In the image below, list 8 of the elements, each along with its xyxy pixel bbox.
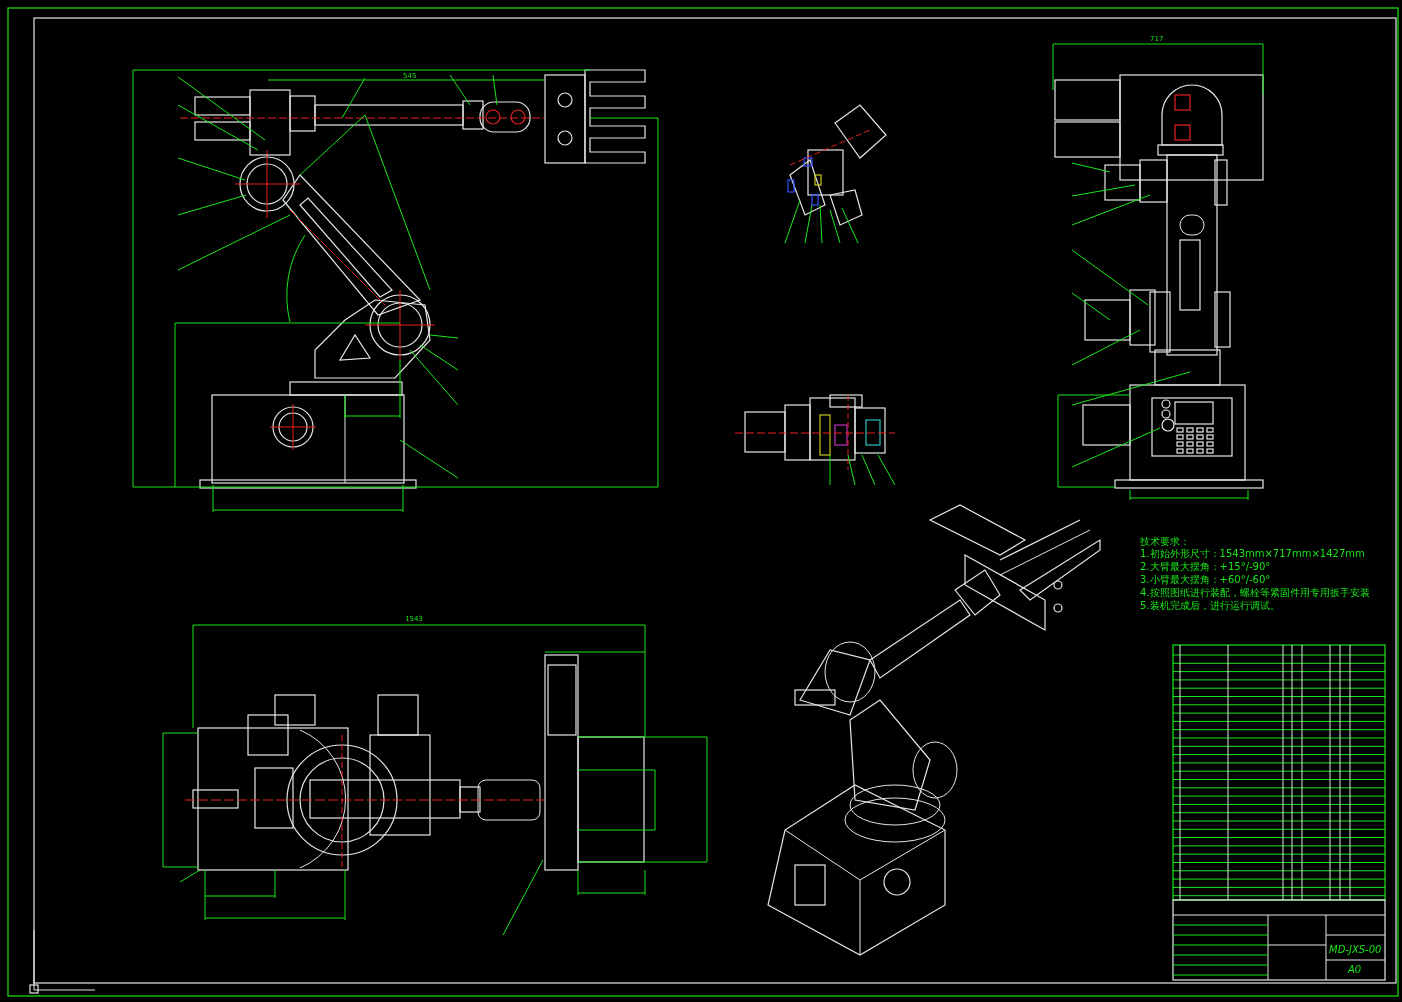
technical-requirement-note: 1.初始外形尺寸：1543mm×717mm×1427mm xyxy=(1140,548,1365,559)
technical-requirement-note: 2.大臂最大摆角：+15°/-90° xyxy=(1140,561,1271,572)
technical-requirement-note: 5.装机完成后，进行运行调试。 xyxy=(1140,600,1280,611)
title-block-text: MD-JXS-00 xyxy=(1329,944,1382,955)
technical-requirement-note: 技术要求： xyxy=(1140,536,1190,547)
technical-requirement-note: 3.小臂最大摆角：+60°/-60° xyxy=(1140,574,1271,585)
title-block-text: A0 xyxy=(1348,964,1362,975)
technical-requirement-note: 4.按照图纸进行装配，螺栓等紧固件用专用扳手安装 xyxy=(1140,587,1370,598)
